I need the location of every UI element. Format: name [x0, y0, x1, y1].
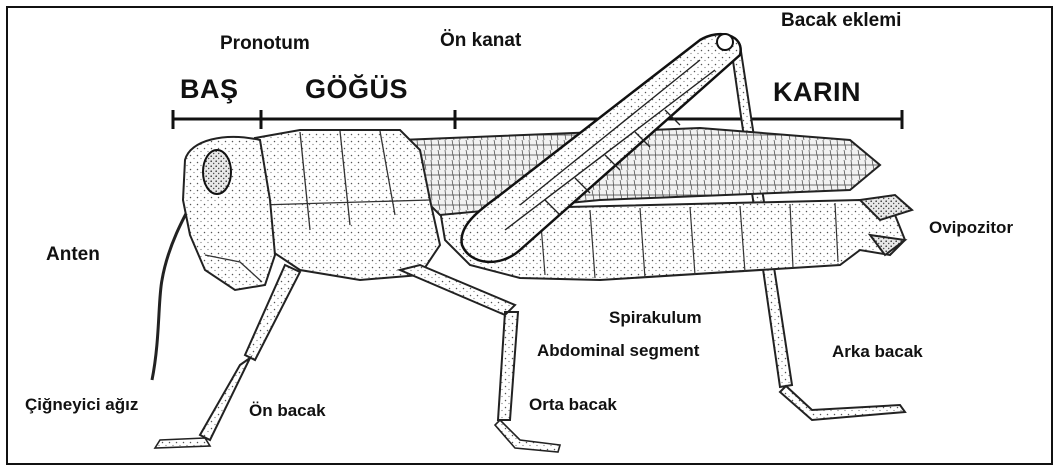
hind-leg-label: Arka bacak: [832, 343, 923, 360]
leg-joint-drawing: [717, 34, 733, 50]
ovipositor-label: Ovipozitor: [929, 219, 1013, 236]
leg-joint-label: Bacak eklemi: [781, 11, 901, 30]
forewing-label: Ön kanat: [440, 31, 521, 50]
region-head-label: BAŞ: [180, 76, 239, 103]
spiracle-label: Spirakulum: [609, 309, 702, 326]
abdominal-segment-label: Abdominal segment: [537, 342, 699, 359]
foreleg-label: Ön bacak: [249, 402, 326, 419]
antenna-label: Anten: [46, 245, 100, 264]
middle-leg-label: Orta bacak: [529, 396, 617, 413]
segment-bar: [173, 110, 902, 129]
pronotum-label: Pronotum: [220, 34, 310, 53]
compound-eye-drawing: [203, 150, 231, 194]
hind-tarsus-drawing: [780, 386, 905, 420]
region-thorax-label: GÖĞÜS: [305, 76, 408, 103]
mouthparts-label: Çiğneyici ağız: [25, 396, 138, 413]
region-abdomen-label: KARIN: [773, 79, 861, 106]
middle-leg-drawing: [400, 265, 518, 420]
